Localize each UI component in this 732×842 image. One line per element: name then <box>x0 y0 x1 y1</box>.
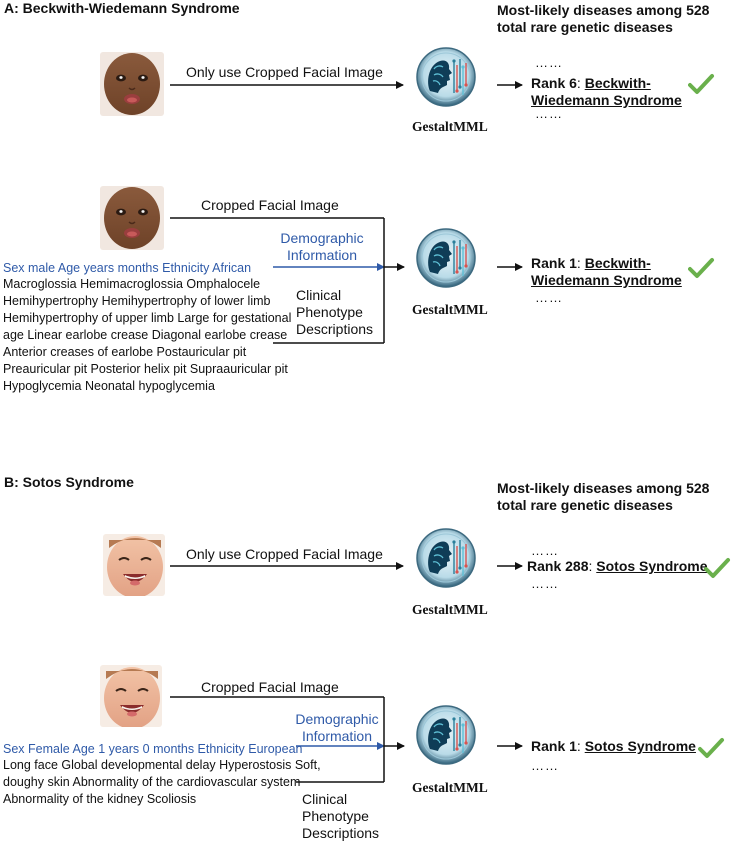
arrow-label-cropped-only: Only use Cropped Facial Image <box>186 64 383 80</box>
dots-bottom: …… <box>535 106 563 121</box>
demographic-info-label: Demographic Information <box>292 711 382 745</box>
clinical-phenotype-label: Clinical Phenotype Descriptions <box>296 287 373 338</box>
clinical-description-text: Long face Global developmental delay Hyp… <box>3 757 321 808</box>
demographic-label-line-1: Demographic <box>280 230 364 246</box>
clinical-phenotype-label: Clinical Phenotype Descriptions <box>302 791 379 842</box>
dots-top: …… <box>531 543 559 558</box>
face-photo-infant-b <box>100 665 162 727</box>
section-b-results-header: Most-likely diseases among 528 total rar… <box>497 480 727 514</box>
rank-result: Rank 288: Sotos Syndrome <box>527 558 708 574</box>
face-photo-infant-b <box>103 534 165 596</box>
header-line-2: total rare genetic diseases <box>497 497 673 513</box>
demographic-label-line-2: Information <box>286 247 358 263</box>
face-photo-infant-a <box>100 52 164 116</box>
gestaltmml-logo-icon <box>416 705 476 765</box>
disease-name-line-1: Beckwith- <box>584 75 651 91</box>
rank-result: Rank 1: Beckwith- Wiedemann Syndrome <box>531 255 682 288</box>
model-name: GestaltMML <box>412 602 488 617</box>
demographic-label-line-2: Information <box>301 728 373 744</box>
gestaltmml-logo-icon <box>416 47 476 107</box>
clinical-label-line-3: Descriptions <box>296 321 374 337</box>
clinical-text-line: Anterior creases of earlobe Postauricula… <box>3 345 247 359</box>
check-icon <box>688 74 714 94</box>
disease-name: Sotos Syndrome <box>584 738 696 754</box>
header-line-1: Most-likely diseases among 528 <box>497 480 710 496</box>
clinical-label-line-2: Phenotype <box>296 304 363 320</box>
rank-result: Rank 6: Beckwith- Wiedemann Syndrome <box>531 75 682 108</box>
clinical-text-line: Macroglossia Hemimacroglossia Omphalocel… <box>3 277 261 291</box>
demographic-text: Sex male Age years months Ethnicity Afri… <box>3 261 252 275</box>
section-b-title: B: Sotos Syndrome <box>4 474 134 490</box>
arrow-label-cropped-only: Only use Cropped Facial Image <box>186 546 383 562</box>
clinical-label-line-3: Descriptions <box>302 825 380 841</box>
clinical-description-text: Macroglossia Hemimacroglossia Omphalocel… <box>3 276 291 395</box>
rank-label: Rank 1 <box>531 255 577 271</box>
section-a-results-header: Most-likely diseases among 528 total rar… <box>497 2 727 36</box>
dots-bottom: …… <box>531 758 559 773</box>
check-icon <box>698 738 724 758</box>
clinical-text-line: Preauricular pit Posterior helix pit Sup… <box>3 362 288 376</box>
model-name: GestaltMML <box>412 780 488 795</box>
header-line-1: Most-likely diseases among 528 <box>497 2 710 18</box>
clinical-text-line: doughy skin Abnormality of the cardiovas… <box>3 775 301 789</box>
clinical-label-line-1: Clinical <box>296 287 342 303</box>
clinical-text-line: Hypoglycemia Neonatal hypoglycemia <box>3 379 215 393</box>
rank-label: Rank 6 <box>531 75 577 91</box>
demographic-label-line-1: Demographic <box>295 711 379 727</box>
check-icon <box>688 258 714 278</box>
clinical-text-line: age Linear earlobe crease Diagonal earlo… <box>3 328 288 342</box>
model-name: GestaltMML <box>412 302 488 317</box>
cropped-facial-image-label: Cropped Facial Image <box>201 679 339 695</box>
demographic-text: Sex Female Age 1 years 0 months Ethnicit… <box>3 742 303 756</box>
demographic-info-label: Demographic Information <box>277 230 367 264</box>
rank-result: Rank 1: Sotos Syndrome <box>531 738 696 754</box>
rank-label: Rank 288 <box>527 558 589 574</box>
clinical-label-line-2: Phenotype <box>302 808 369 824</box>
header-line-2: total rare genetic diseases <box>497 19 673 35</box>
disease-name-line-2: Wiedemann Syndrome <box>531 92 682 108</box>
rank-label: Rank 1 <box>531 738 577 754</box>
face-photo-infant-a <box>100 186 164 250</box>
dots-bottom: …… <box>531 576 559 591</box>
gestaltmml-logo-icon <box>416 228 476 288</box>
clinical-text-line: Long face Global developmental delay Hyp… <box>3 758 321 772</box>
clinical-text-line: Hemihypertrophy Hemihypertrophy of lower… <box>3 294 271 308</box>
cropped-facial-image-label: Cropped Facial Image <box>201 197 339 213</box>
model-name: GestaltMML <box>412 119 488 134</box>
dots-top: …… <box>535 55 563 70</box>
disease-name: Sotos Syndrome <box>596 558 708 574</box>
disease-name-line-1: Beckwith- <box>584 255 651 271</box>
clinical-label-line-1: Clinical <box>302 791 348 807</box>
section-a-title: A: Beckwith-Wiedemann Syndrome <box>4 0 240 16</box>
clinical-text-line: Abnormality of the kidney Scoliosis <box>3 792 197 806</box>
disease-name-line-2: Wiedemann Syndrome <box>531 272 682 288</box>
dots-bottom: …… <box>535 290 563 305</box>
check-icon <box>704 558 730 578</box>
clinical-text-line: Hemihypertrophy of upper limb Large for … <box>3 311 292 325</box>
gestaltmml-logo-icon <box>416 528 476 588</box>
